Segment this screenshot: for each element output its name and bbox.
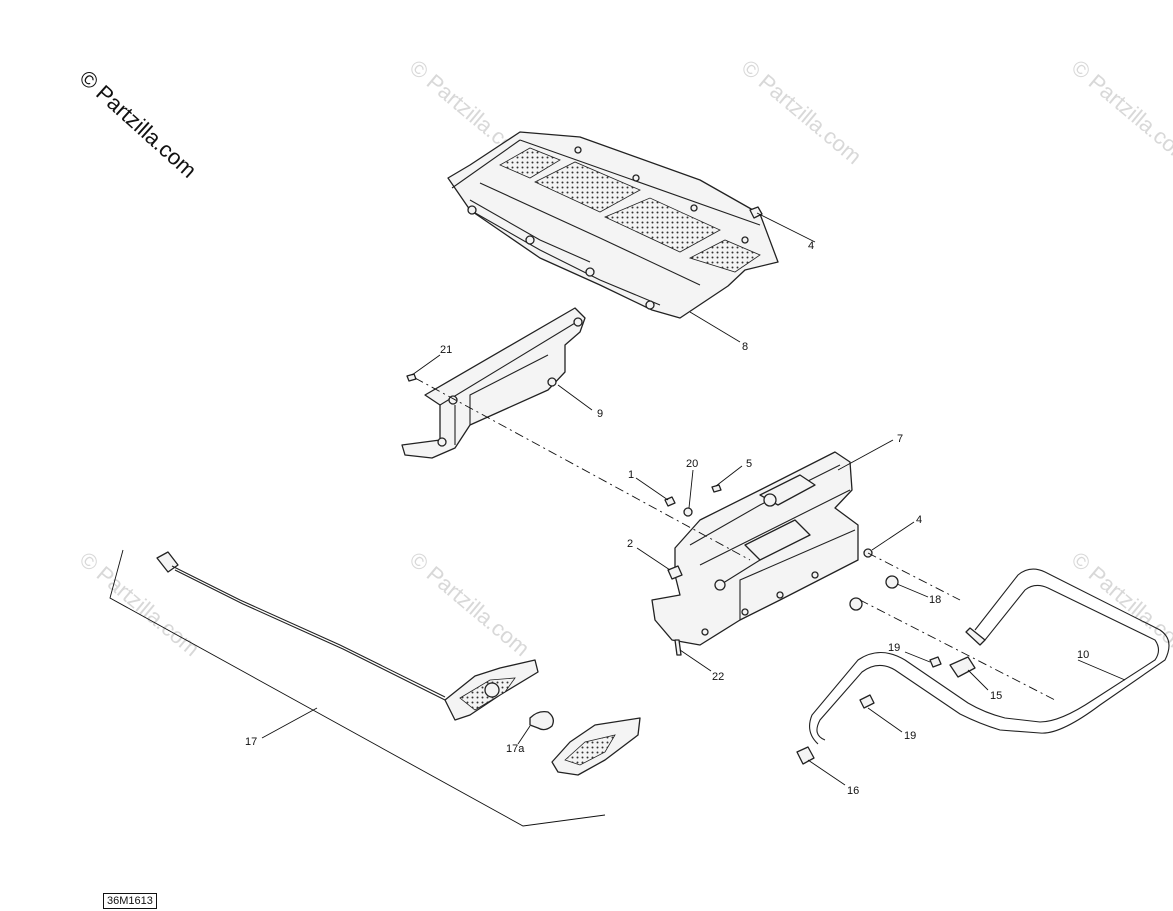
callout-19-lower: 19 bbox=[904, 730, 916, 742]
callout-20: 20 bbox=[686, 458, 698, 470]
callout-21: 21 bbox=[440, 344, 452, 356]
copyright-watermark: © Partzilla.com bbox=[75, 65, 202, 183]
part-9-bracket bbox=[401, 307, 586, 459]
callout-22: 22 bbox=[712, 671, 724, 683]
part-10-tube-handle bbox=[809, 568, 1170, 745]
part-18-grommet bbox=[849, 575, 899, 611]
callout-18: 18 bbox=[929, 594, 941, 606]
assembly-dash-lines bbox=[414, 377, 1056, 701]
callout-19: 19 bbox=[888, 642, 900, 654]
callout-9: 9 bbox=[597, 408, 603, 420]
callout-17a: 17a bbox=[506, 743, 525, 755]
part-19-screw bbox=[859, 656, 942, 709]
watermark-text: © Partzilla.com bbox=[737, 55, 867, 169]
part-16-clip bbox=[796, 746, 815, 765]
callout-labels: 4 8 21 9 7 1 20 5 2 4 18 22 19 10 15 19 … bbox=[245, 240, 1089, 797]
part-7-bracket-assembly bbox=[651, 451, 859, 646]
callout-4-lower: 4 bbox=[916, 514, 922, 526]
part-1-bolt bbox=[664, 496, 676, 507]
part-17-bracket-lines bbox=[109, 549, 606, 827]
part-4-clip-top bbox=[749, 206, 763, 219]
part-22-pin bbox=[674, 639, 682, 656]
part-8-rack-panel bbox=[447, 131, 779, 319]
callout-10: 10 bbox=[1077, 649, 1089, 661]
watermark-group: © Partzilla.com © Partzilla.com © Partzi… bbox=[75, 55, 1173, 661]
callout-17: 17 bbox=[245, 736, 257, 748]
callout-2: 2 bbox=[627, 538, 633, 550]
callout-7: 7 bbox=[897, 433, 903, 445]
callout-16: 16 bbox=[847, 785, 859, 797]
callout-15: 15 bbox=[990, 690, 1002, 702]
watermark-text: © Partzilla.com bbox=[1067, 55, 1173, 169]
callout-4: 4 bbox=[808, 240, 814, 252]
part-20-nut bbox=[683, 507, 693, 517]
watermark-text: © Partzilla.com bbox=[405, 547, 535, 661]
light-lens bbox=[551, 717, 641, 776]
callout-8: 8 bbox=[742, 341, 748, 353]
part-21-screw bbox=[406, 373, 417, 382]
part-15-clamp bbox=[949, 656, 976, 678]
diagram-reference-code: 36M1613 bbox=[103, 893, 157, 909]
callout-1: 1 bbox=[628, 469, 634, 481]
part-17a-bulb bbox=[529, 710, 554, 731]
callout-5: 5 bbox=[746, 458, 752, 470]
part-2-clip bbox=[667, 565, 683, 580]
leader-lines bbox=[261, 212, 1126, 786]
part-17-wire-harness bbox=[156, 551, 448, 702]
part-17-light-housing bbox=[444, 659, 539, 721]
watermark-text: © Partzilla.com bbox=[75, 547, 205, 661]
